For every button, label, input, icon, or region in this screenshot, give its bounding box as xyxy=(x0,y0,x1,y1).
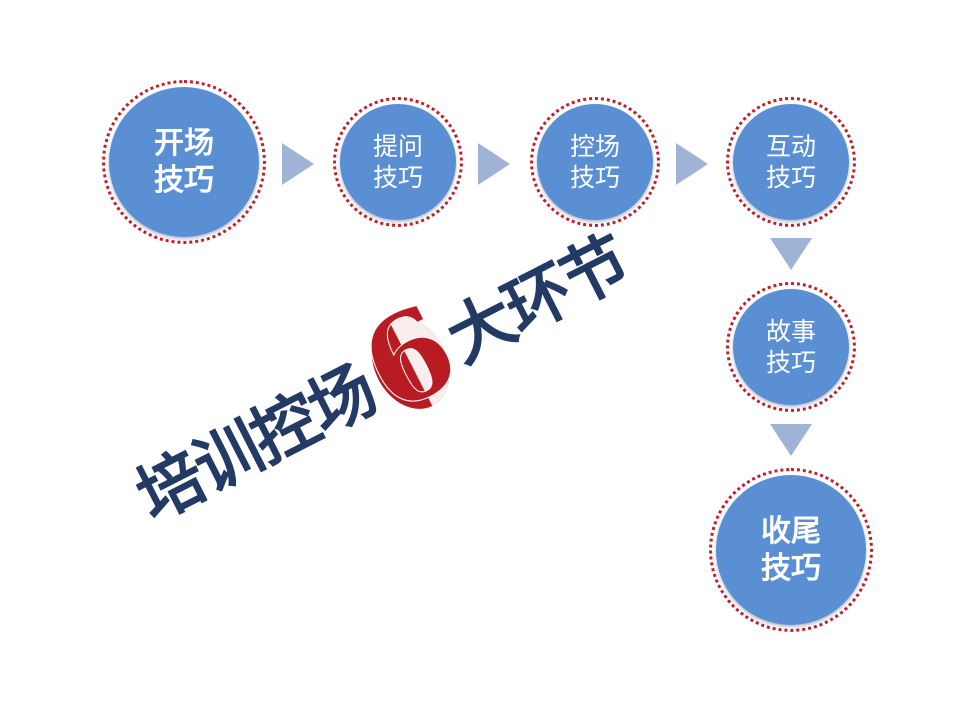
headline-number: 6 xyxy=(340,277,478,441)
arrow-down-icon xyxy=(770,238,812,270)
step-questioning-line2: 技巧 xyxy=(372,163,423,192)
step-control-disc: 控场 技巧 xyxy=(537,104,653,220)
step-opening-line2: 技巧 xyxy=(154,163,214,198)
step-closing-disc: 收尾 技巧 xyxy=(716,475,866,625)
step-questioning: 提问 技巧 xyxy=(333,97,463,227)
step-story-disc: 故事 技巧 xyxy=(733,289,849,405)
step-opening-disc: 开场 技巧 xyxy=(109,87,259,237)
step-interaction-line2: 技巧 xyxy=(765,163,816,192)
step-story-line1: 故事 xyxy=(765,316,816,346)
arrow-right-icon xyxy=(478,143,510,185)
headline-text-before: 培训控场 xyxy=(124,351,388,536)
step-opening-line1: 开场 xyxy=(154,125,214,161)
step-story-line2: 技巧 xyxy=(765,348,816,377)
step-control: 控场 技巧 xyxy=(530,97,660,227)
step-opening: 开场 技巧 xyxy=(102,80,266,244)
step-closing-line2: 技巧 xyxy=(761,551,821,586)
headline: 培训控场 6 大环节 xyxy=(111,178,684,552)
arrow-down-icon xyxy=(770,424,812,456)
step-closing-line1: 收尾 xyxy=(761,513,821,549)
number-accent-icon xyxy=(371,317,450,409)
step-control-line2: 技巧 xyxy=(569,163,620,192)
step-questioning-line1: 提问 xyxy=(372,131,423,161)
step-closing: 收尾 技巧 xyxy=(709,468,873,632)
step-interaction-line1: 互动 xyxy=(765,131,816,161)
step-questioning-disc: 提问 技巧 xyxy=(340,104,456,220)
arrow-right-icon xyxy=(676,143,708,185)
headline-text-after: 大环节 xyxy=(434,222,641,378)
step-interaction: 互动 技巧 xyxy=(726,97,856,227)
arrow-right-icon xyxy=(282,143,314,185)
step-interaction-disc: 互动 技巧 xyxy=(733,104,849,220)
step-story: 故事 技巧 xyxy=(726,282,856,412)
step-control-line1: 控场 xyxy=(569,131,620,161)
